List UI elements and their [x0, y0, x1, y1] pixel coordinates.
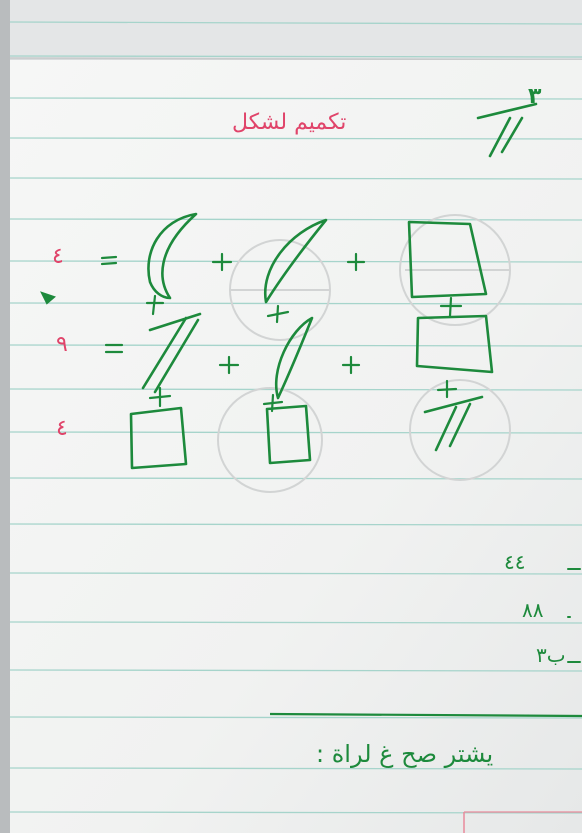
left-shadow-edge: [0, 0, 10, 833]
bottom-sentence: يشتر صح غ لراة :: [316, 742, 493, 766]
worksheet-title: تكميم لشكل: [232, 112, 346, 134]
margin-line-2-text: ٨٨: [522, 600, 543, 620]
top-page-strip: [10, 0, 582, 58]
row-3-label: ٤: [56, 418, 68, 440]
row-1-label: ٤: [52, 246, 64, 268]
row-2-label: ٩: [56, 334, 68, 356]
margin-line-1-text: ٤٤: [504, 552, 525, 572]
corner-number: ٣: [528, 86, 541, 108]
margin-line-3-text: ب٣: [536, 645, 566, 665]
